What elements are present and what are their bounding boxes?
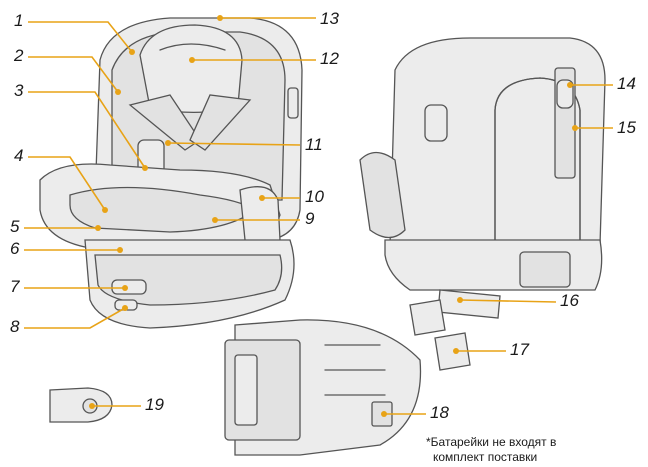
leader-line-11 bbox=[167, 142, 301, 146]
leader-dot-5 bbox=[95, 225, 101, 231]
leader-line-3 bbox=[28, 91, 146, 169]
part-label-6: 6 bbox=[10, 239, 20, 258]
leader-lines bbox=[24, 15, 613, 417]
part-label-4: 4 bbox=[14, 146, 23, 165]
leader-dot-7 bbox=[122, 285, 128, 291]
seat-bottom-view bbox=[224, 319, 422, 456]
part-label-13: 13 bbox=[320, 9, 339, 28]
part-label-1: 1 bbox=[14, 11, 23, 30]
battery-note-line1: *Батарейки не входят в bbox=[426, 435, 556, 449]
part-label-7: 7 bbox=[10, 277, 20, 296]
part-label-15: 15 bbox=[617, 118, 636, 137]
part-label-8: 8 bbox=[10, 317, 20, 336]
leader-dot-1 bbox=[129, 49, 135, 55]
part-label-18: 18 bbox=[430, 403, 449, 422]
isofix-guides bbox=[409, 299, 471, 371]
leader-dot-17 bbox=[453, 348, 459, 354]
leader-dot-11 bbox=[165, 140, 171, 146]
battery-note-line2: комплект поставки bbox=[433, 450, 537, 464]
leader-dot-19 bbox=[89, 403, 95, 409]
leader-dot-18 bbox=[381, 411, 387, 417]
leader-dot-15 bbox=[572, 125, 578, 131]
leader-dot-10 bbox=[259, 195, 265, 201]
leader-dot-14 bbox=[567, 82, 573, 88]
part-label-2: 2 bbox=[13, 46, 24, 65]
part-label-16: 16 bbox=[560, 291, 579, 310]
leader-dot-12 bbox=[189, 57, 195, 63]
leader-dot-6 bbox=[117, 247, 123, 253]
seat-front-view bbox=[39, 17, 303, 329]
leader-dot-16 bbox=[457, 297, 463, 303]
part-label-19: 19 bbox=[145, 395, 164, 414]
part-label-11: 11 bbox=[305, 135, 323, 154]
part-label-14: 14 bbox=[617, 74, 636, 93]
part-label-9: 9 bbox=[305, 209, 315, 228]
leader-line-4 bbox=[28, 156, 106, 211]
leader-line-2 bbox=[28, 56, 119, 93]
part-label-17: 17 bbox=[510, 340, 529, 359]
leader-dot-8 bbox=[122, 305, 128, 311]
release-part bbox=[49, 387, 113, 423]
part-label-10: 10 bbox=[305, 187, 324, 206]
part-label-12: 12 bbox=[320, 49, 339, 68]
leader-dot-2 bbox=[115, 89, 121, 95]
leader-dot-9 bbox=[212, 217, 218, 223]
leader-dot-13 bbox=[217, 15, 223, 21]
leader-line-16 bbox=[459, 299, 557, 303]
leader-dot-3 bbox=[142, 165, 148, 171]
seat-back-view bbox=[359, 37, 606, 319]
part-label-5: 5 bbox=[10, 217, 20, 236]
part-label-3: 3 bbox=[14, 81, 24, 100]
leader-dot-4 bbox=[102, 207, 108, 213]
leader-line-8 bbox=[24, 307, 126, 329]
leader-line-1 bbox=[28, 21, 133, 53]
